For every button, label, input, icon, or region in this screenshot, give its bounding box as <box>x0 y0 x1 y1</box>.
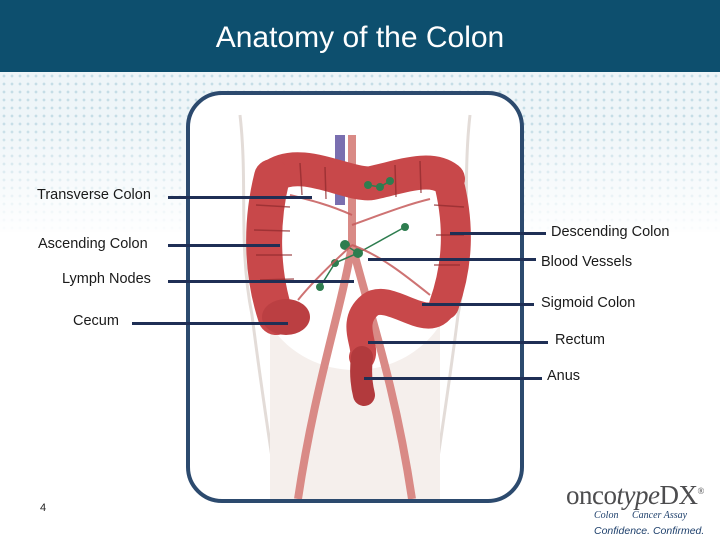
page-number: 4 <box>40 502 47 514</box>
logo-brand-prefix: onco <box>566 480 617 510</box>
label-descending-colon: Descending Colon <box>551 224 670 240</box>
aorta <box>294 135 356 499</box>
logo-brand-suffix: DX <box>659 480 698 510</box>
sigmoid-colon <box>346 288 457 370</box>
pointer-lymph-nodes <box>168 280 354 283</box>
aorta-right <box>348 244 416 499</box>
lymph-vessels <box>319 180 406 288</box>
pointer-rectum <box>368 341 548 344</box>
pointer-ascending-colon <box>168 244 280 247</box>
logo-tagline: Confidence. Confirmed. <box>594 525 705 537</box>
haustra-markings <box>253 160 465 281</box>
label-cecum: Cecum <box>73 313 119 329</box>
logo-sub-left: Colon <box>594 510 619 521</box>
oncotype-dx-logo: oncotypeDX® Colon Cancer Assay Confidenc… <box>566 480 716 540</box>
logo-brand-mid: type <box>616 480 660 510</box>
slide-title: Anatomy of the Colon <box>215 21 505 54</box>
label-transverse-colon: Transverse Colon <box>37 187 151 203</box>
logo-sub-right: Cancer Assay <box>632 510 688 521</box>
cecum <box>262 299 310 335</box>
descending-colon <box>429 164 471 320</box>
pointer-transverse-colon <box>168 196 312 199</box>
blood-vessels <box>289 194 431 301</box>
rectum <box>350 346 375 406</box>
pelvis-shading <box>270 325 440 499</box>
colon-illustration <box>238 114 472 499</box>
logo-wordmark: oncotypeDX® <box>566 480 704 511</box>
logo-trademark: ® <box>697 486 704 496</box>
label-sigmoid-colon: Sigmoid Colon <box>541 295 636 311</box>
label-lymph-nodes: Lymph Nodes <box>62 271 151 287</box>
label-blood-vessels: Blood Vessels <box>541 254 633 270</box>
pointer-anus <box>364 377 542 380</box>
pointer-sigmoid-colon <box>422 303 534 306</box>
pointer-descending-colon <box>450 232 546 235</box>
slide-header: Anatomy of the Colon <box>0 0 720 72</box>
label-rectum: Rectum <box>555 332 605 348</box>
anatomy-illustration-frame <box>186 91 524 503</box>
transverse-colon <box>255 152 465 201</box>
label-ascending-colon: Ascending Colon <box>38 236 148 252</box>
label-anus: Anus <box>547 368 581 384</box>
pointer-blood-vessels <box>368 258 536 261</box>
pointer-cecum <box>132 322 288 325</box>
